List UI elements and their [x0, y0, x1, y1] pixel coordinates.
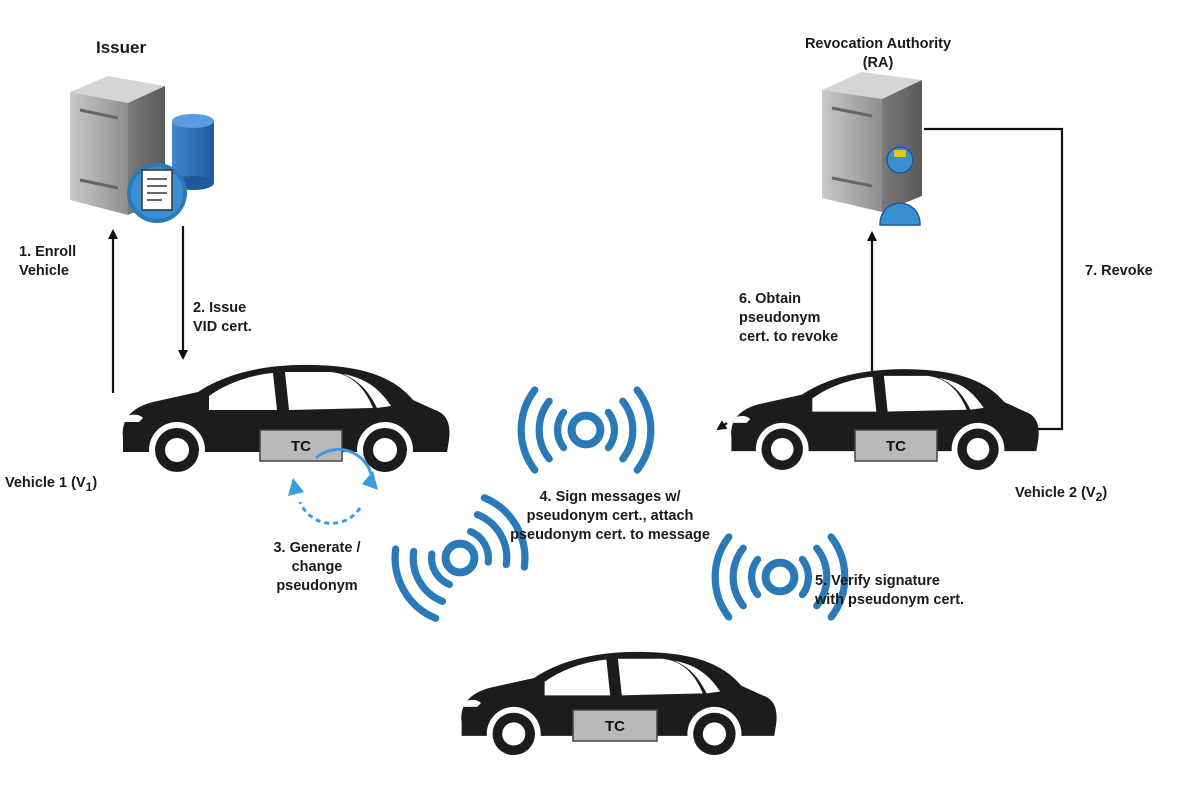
step-1-label: 1. Enroll Vehicle: [19, 243, 76, 281]
refresh-cycle-icon: [288, 448, 378, 525]
vehicle-1-subscript: 1: [85, 479, 93, 494]
step-6-line1: 6. Obtain: [739, 291, 802, 307]
signal-top-icon: [521, 390, 651, 470]
vehicle-2-text: Vehicle 2 (V: [1015, 485, 1096, 501]
issuer-title: Issuer: [96, 38, 147, 57]
step-2-line2: VID cert.: [193, 318, 252, 335]
vehicle-3-tc-box: [572, 709, 658, 742]
step-6-label: 6. Obtain pseudonym cert. to revoke: [739, 290, 838, 347]
certificate-document-icon: [127, 163, 187, 223]
revoke-connector: [924, 127, 1064, 431]
vehicle-3-car: [461, 651, 777, 761]
step-3-line2: change: [291, 558, 343, 575]
step-7-label: 7. Revoke: [1085, 263, 1153, 279]
vehicle-1-tc-box: [259, 429, 343, 462]
vehicle-1-label: Vehicle 1 (V1): [5, 474, 97, 496]
officer-person-icon: [879, 146, 921, 226]
step-3-line1: 3. Generate /: [273, 540, 361, 556]
step-3-line3: pseudonym: [276, 577, 358, 594]
ra-title: Revocation Authority (RA): [778, 35, 978, 73]
step-6-line2: pseudonym: [739, 309, 821, 326]
step-4-line1: 4. Sign messages w/: [539, 489, 681, 505]
step-3-label: 3. Generate / change pseudonym: [257, 539, 377, 596]
step-5-label: 5. Verify signature with pseudonym cert.: [815, 572, 964, 610]
revoke-arrow-tip: [716, 420, 728, 431]
step-4-line2: pseudonym cert., attach: [526, 507, 694, 524]
step-1-line1: 1. Enroll: [19, 244, 77, 260]
step-5-line1: 5. Verify signature: [815, 573, 940, 589]
vehicle-2-tc-label: TC: [886, 438, 906, 455]
ra-title-line1: Revocation Authority: [804, 36, 952, 52]
vehicle-1-tc-label: TC: [291, 438, 311, 455]
vehicle-2-close-paren: ): [1102, 485, 1108, 501]
ra-server-icon: [822, 72, 922, 212]
step-2-line1: 2. Issue: [193, 300, 247, 316]
vehicle-3-tc-label: TC: [605, 718, 625, 735]
step-4-line3: pseudonym cert. to message: [510, 526, 710, 543]
step-5-line2: with pseudonym cert.: [815, 591, 965, 608]
vehicle-2-subscript: 2: [1095, 489, 1103, 504]
step-1-line2: Vehicle: [19, 262, 69, 279]
step-4-label: 4. Sign messages w/ pseudonym cert., att…: [480, 488, 740, 545]
step-2-label: 2. Issue VID cert.: [193, 299, 252, 337]
ra-title-line2: (RA): [862, 54, 894, 71]
vehicle-2-label: Vehicle 2 (V2): [1015, 484, 1107, 506]
vehicle-2-tc-box: [854, 429, 938, 462]
vehicle-1-text: Vehicle 1 (V: [5, 475, 86, 491]
step-6-line3: cert. to revoke: [739, 328, 839, 345]
vehicle-1-close-paren: ): [92, 475, 98, 491]
